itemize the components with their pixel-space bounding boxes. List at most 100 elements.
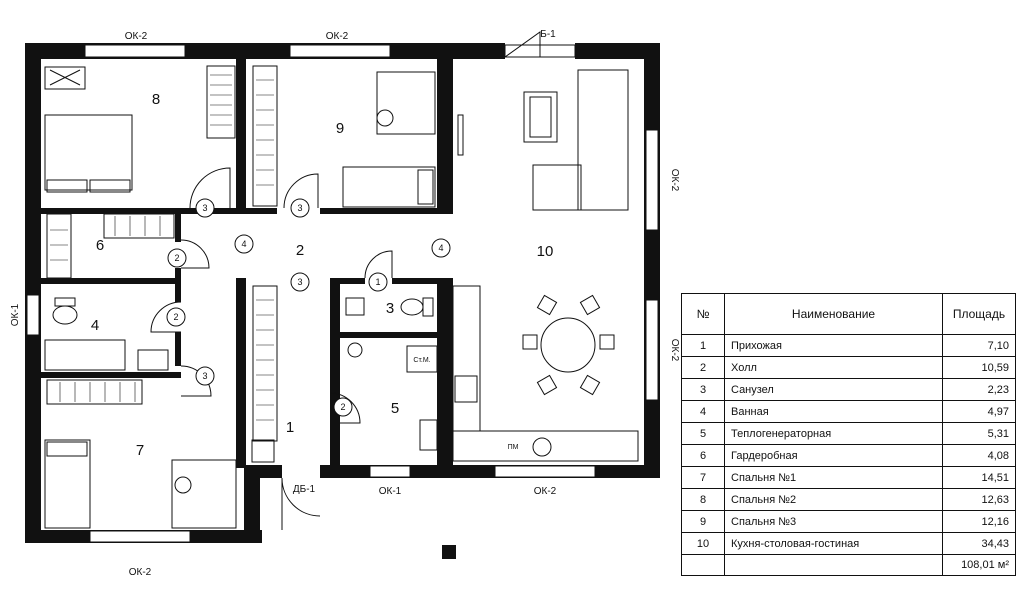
wardrobes <box>46 65 278 442</box>
window-label: ОК-2 <box>125 31 148 42</box>
room-numbers: 1 2 3 4 5 6 7 8 9 10 <box>91 91 554 459</box>
sink-icon <box>532 437 552 457</box>
row-name: Спальня №2 <box>724 488 943 511</box>
row-area: 12,16 <box>942 510 1016 533</box>
dining-table-icon <box>540 317 596 373</box>
room-number: 7 <box>136 442 144 459</box>
bathtub-icon <box>44 339 126 371</box>
floor-plan: 3 3 4 2 3 1 2 2 3 4 1 2 3 4 5 6 7 8 9 10… <box>10 29 680 578</box>
row-name: Холл <box>724 356 943 379</box>
window-label: ОК-2 <box>669 339 680 362</box>
row-num: 8 <box>681 488 725 511</box>
window-label: Б-1 <box>540 29 556 40</box>
desk-icon <box>376 71 436 135</box>
rug-icon <box>523 91 558 143</box>
window-label: ОК-1 <box>379 486 402 497</box>
room-number: 8 <box>152 91 160 108</box>
row-num: 9 <box>681 510 725 533</box>
row-area: 34,43 <box>942 532 1016 555</box>
room-number: 3 <box>386 300 394 317</box>
window-openings <box>26 44 659 543</box>
door-tag: 4 <box>438 243 443 253</box>
bed-icon <box>342 166 436 208</box>
fixture-label: Ст.М. <box>413 357 430 364</box>
row-area: 7,10 <box>942 334 1016 357</box>
row-area: 12,63 <box>942 488 1016 511</box>
window-label: ДБ-1 <box>293 484 316 495</box>
toilet-icon <box>52 305 78 325</box>
row-area: 5,31 <box>942 422 1016 445</box>
row-name: Спальня №3 <box>724 510 943 533</box>
room-number: 2 <box>296 242 304 259</box>
row-name: Прихожая <box>724 334 943 357</box>
door-tag-labels: 3 3 4 2 3 1 2 2 3 4 <box>173 203 443 412</box>
desk-icon <box>171 459 237 529</box>
total-area: 108,01 м² <box>942 554 1016 576</box>
door-tag: 1 <box>375 277 380 287</box>
window-label: ОК-2 <box>326 31 349 42</box>
row-name: Санузел <box>724 378 943 401</box>
room-number: 6 <box>96 237 104 254</box>
row-area: 4,97 <box>942 400 1016 423</box>
row-name: Гардеробная <box>724 444 943 467</box>
chair-icon <box>174 476 192 494</box>
window-labels: ОК-2 ОК-2 Б-1 ОК-2 ОК-2 ОК-1 ОК-2 ОК-1 О… <box>10 29 680 578</box>
table-total-row: 108,01 м² <box>681 554 1016 576</box>
row-area: 10,59 <box>942 356 1016 379</box>
sofa-icon <box>577 69 629 211</box>
row-area: 2,23 <box>942 378 1016 401</box>
door-tag: 3 <box>297 203 302 213</box>
fixture-labels: ПМ Ст.М. <box>413 357 518 451</box>
row-num: 1 <box>681 334 725 357</box>
door-tag: 4 <box>241 239 246 249</box>
chair-icon <box>376 109 394 127</box>
row-name: Ванная <box>724 400 943 423</box>
header-name: Наименование <box>724 293 943 335</box>
row-num: 5 <box>681 422 725 445</box>
table-header: № Наименование Площадь <box>681 293 1016 335</box>
row-area: 4,08 <box>942 444 1016 467</box>
door-tag: 2 <box>173 312 178 322</box>
window-label: ОК-1 <box>10 303 21 326</box>
row-area: 14,51 <box>942 466 1016 489</box>
row-num: 6 <box>681 444 725 467</box>
room-number: 9 <box>336 120 344 137</box>
room-number: 1 <box>286 419 294 436</box>
door-tag: 3 <box>297 277 302 287</box>
row-name: Спальня №1 <box>724 466 943 489</box>
door-tag: 2 <box>174 253 179 263</box>
bed-icon <box>44 114 133 191</box>
door-tag: 2 <box>340 402 345 412</box>
row-num: 2 <box>681 356 725 379</box>
room-number: 10 <box>537 243 554 260</box>
header-num: № <box>681 293 725 335</box>
room-number: 5 <box>391 400 399 417</box>
window-label: ОК-2 <box>534 486 557 497</box>
door-tag: 3 <box>202 371 207 381</box>
room-number: 4 <box>91 317 99 334</box>
row-num: 7 <box>681 466 725 489</box>
row-name: Теплогенераторная <box>724 422 943 445</box>
fixture-label: ПМ <box>508 444 519 451</box>
door-tag: 3 <box>202 203 207 213</box>
row-num: 3 <box>681 378 725 401</box>
window-label: ОК-2 <box>669 169 680 192</box>
row-name: Кухня-столовая-гостиная <box>724 532 943 555</box>
door-tags <box>166 198 451 417</box>
row-num: 4 <box>681 400 725 423</box>
row-num: 10 <box>681 532 725 555</box>
furniture <box>44 66 639 529</box>
bed-icon <box>44 439 91 529</box>
marker-square <box>442 545 456 559</box>
